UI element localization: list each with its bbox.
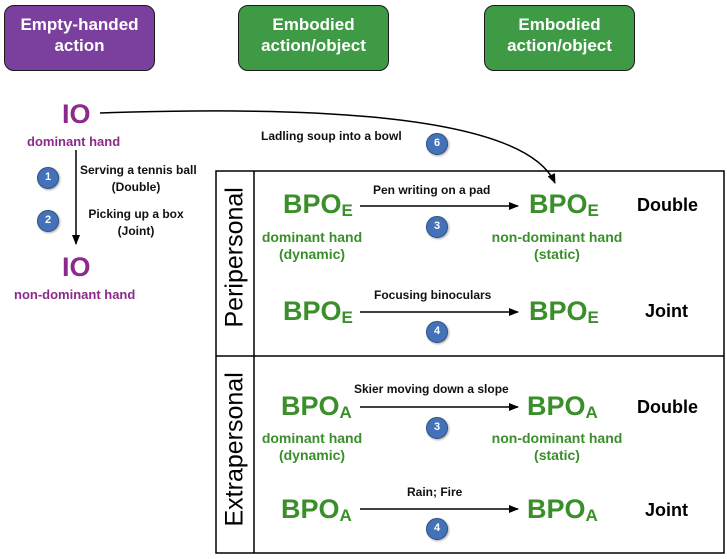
bpo-main: BPO [529,296,588,326]
io-top-dominant-hand: dominant hand [27,134,121,149]
extra-right-hand-desc: non-dominant hand (static) [482,430,632,464]
bpo-subscript: E [587,308,599,327]
extra-double-left-bpo: BPOA [281,391,352,423]
hand-label: non-dominant hand [491,430,623,446]
header-empty-handed: Empty-handed action [4,5,155,71]
io-top: IO [62,99,91,129]
badge-4-extra: 4 [426,518,448,540]
bpo-main: BPO [529,189,588,219]
io-bottom: IO [62,252,91,282]
bpo-subscript: E [341,308,353,327]
header-embodied-1: Embodied action/object [238,5,389,71]
hand-state: (static) [534,246,580,262]
badge-4-peri: 4 [426,321,448,343]
peri-joint-left-bpo: BPOE [283,296,353,328]
badge-1: 1 [37,167,59,189]
hand-label: non-dominant hand [491,229,623,245]
bpo-subscript: E [341,201,353,220]
badge-3-extra: 3 [426,417,448,439]
peri-left-hand-desc: dominant hand (dynamic) [237,229,387,263]
extra-joint-left-bpo: BPOA [281,494,352,526]
hand-state: (dynamic) [278,447,346,463]
extra-joint-action: Rain; Fire [407,485,463,499]
peri-double-type: Double [637,195,698,215]
action-picking-label: Picking up a box [88,207,184,221]
hand-label: dominant hand [261,430,363,446]
badge-6: 6 [426,133,448,155]
action-serving-type: (Double) [111,180,161,194]
peri-joint-type: Joint [645,301,688,321]
bpo-main: BPO [281,391,340,421]
action-picking-type: (Joint) [117,224,155,238]
action-serving-tennis-ball: Serving a tennis ball (Double) [80,162,197,196]
bpo-subscript: E [587,201,599,220]
section-label-peripersonal: Peripersonal [220,187,249,328]
header-empty-handed-label: Empty-handed action [20,15,139,55]
badge-3-peri: 3 [426,216,448,238]
action-picking-up-box: Picking up a box (Joint) [86,206,186,240]
peri-joint-action: Focusing binoculars [374,288,492,302]
bpo-main: BPO [527,391,586,421]
peri-double-right-bpo: BPOE [529,189,599,221]
hand-label: dominant hand [261,229,363,245]
bpo-main: BPO [527,494,586,524]
extra-double-right-bpo: BPOA [527,391,598,423]
badge-2: 2 [37,210,59,232]
table-frame [215,170,725,554]
bpo-subscript: A [339,506,352,525]
ladle-curve-arrow [99,110,556,184]
peri-double-action: Pen writing on a pad [373,183,491,197]
io-bottom-non-dominant-hand: non-dominant hand [14,287,136,302]
action-ladling-soup: Ladling soup into a bowl [261,129,402,143]
extra-double-action: Skier moving down a slope [354,382,509,396]
bpo-subscript: A [585,403,598,422]
extra-joint-right-bpo: BPOA [527,494,598,526]
peri-double-left-bpo: BPOE [283,189,353,221]
bpo-main: BPO [281,494,340,524]
bpo-subscript: A [339,403,352,422]
bpo-main: BPO [283,189,342,219]
header-embodied-1-label: Embodied action/object [261,15,366,55]
action-serving-label: Serving a tennis ball [80,163,197,177]
hand-state: (dynamic) [278,246,346,262]
peri-joint-right-bpo: BPOE [529,296,599,328]
hand-state: (static) [534,447,580,463]
peri-right-hand-desc: non-dominant hand (static) [482,229,632,263]
extra-joint-type: Joint [645,500,688,520]
extra-double-type: Double [637,397,698,417]
header-embodied-2: Embodied action/object [484,5,635,71]
bpo-main: BPO [283,296,342,326]
bpo-subscript: A [585,506,598,525]
header-embodied-2-label: Embodied action/object [507,15,612,55]
extra-left-hand-desc: dominant hand (dynamic) [237,430,387,464]
